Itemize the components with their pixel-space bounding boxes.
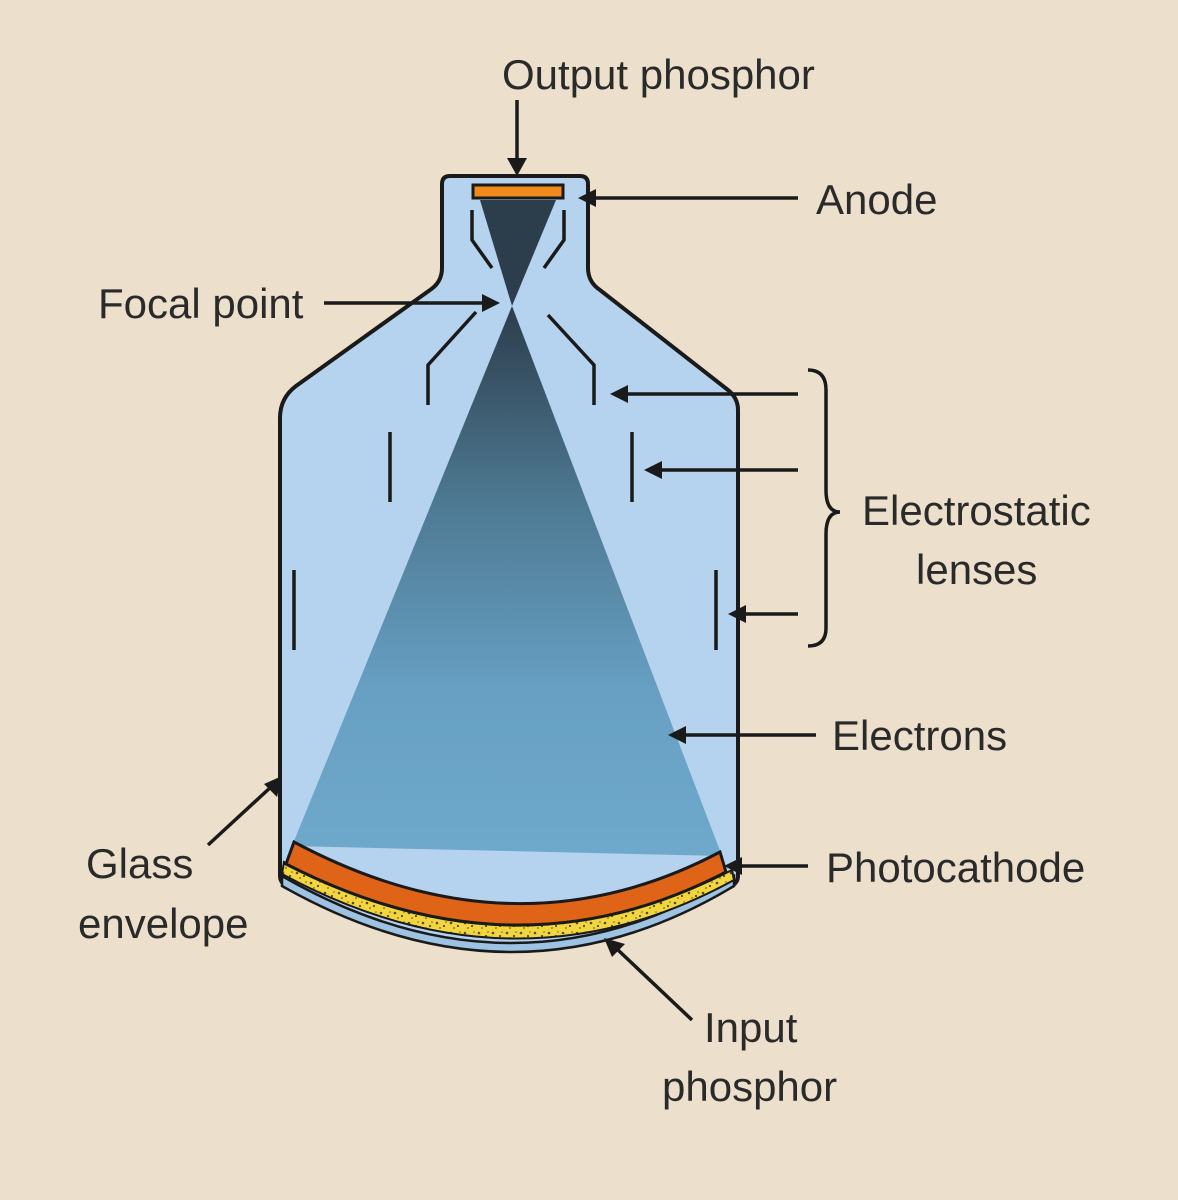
arrowhead-anode bbox=[578, 189, 596, 207]
label-envelope: envelope bbox=[78, 900, 248, 947]
label-glass: Glass bbox=[86, 840, 193, 887]
lenses-brace bbox=[807, 368, 841, 648]
label-output-phosphor: Output phosphor bbox=[502, 51, 815, 98]
lens-electrode-upper-right bbox=[546, 313, 596, 405]
label-input: Input bbox=[704, 1004, 798, 1051]
label-photocathode: Photocathode bbox=[826, 844, 1085, 891]
electron-beam-lower bbox=[292, 306, 722, 856]
label-phosphor: phosphor bbox=[662, 1063, 837, 1110]
arrowhead-lens-2 bbox=[644, 461, 662, 479]
neck-electrode-right bbox=[542, 210, 566, 270]
arrowhead-photocathode bbox=[724, 857, 742, 875]
label-electrons: Electrons bbox=[832, 712, 1007, 759]
photocathode-layer bbox=[284, 839, 728, 927]
arrowhead-input-phosphor bbox=[604, 938, 625, 957]
label-electrostatic: Electrostatic bbox=[862, 487, 1091, 534]
lens-electrode-upper-left bbox=[426, 310, 478, 405]
arrowhead-lens-3 bbox=[728, 605, 746, 623]
arrowhead-output-phosphor bbox=[507, 158, 527, 176]
arrow-input-phosphor bbox=[616, 948, 694, 1022]
arrowhead-electrons bbox=[668, 726, 686, 744]
arrow-glass-envelope bbox=[206, 784, 274, 847]
arrowhead-lens-1 bbox=[610, 385, 628, 403]
label-focal-point: Focal point bbox=[98, 280, 304, 327]
input-window-outer bbox=[280, 873, 736, 954]
label-anode: Anode bbox=[816, 176, 937, 223]
electron-beam-upper bbox=[480, 200, 556, 306]
label-lenses: lenses bbox=[916, 546, 1037, 593]
arrowhead-glass-envelope bbox=[264, 776, 282, 797]
output-phosphor-shape bbox=[471, 183, 565, 200]
neck-electrode-left bbox=[470, 210, 494, 270]
arrowhead-focal-point bbox=[482, 294, 500, 312]
